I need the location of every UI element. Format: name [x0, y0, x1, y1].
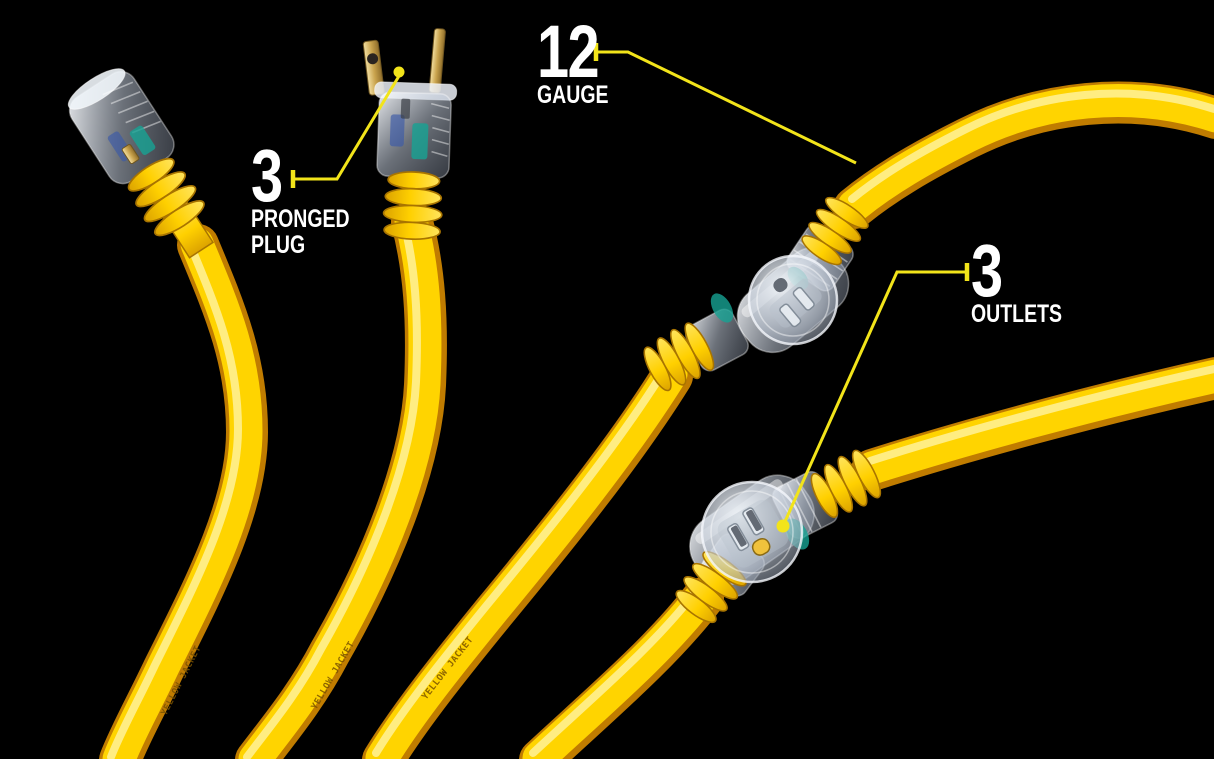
cable-top-right-arc [852, 94, 1214, 208]
ground-hole-lit [751, 537, 771, 556]
inner-wire-green [710, 293, 734, 323]
inline-outlet-upper [637, 191, 874, 398]
callout-pronged-plug: 3 PRONGED PLUG [251, 134, 350, 259]
callout-number: 12 [537, 10, 600, 93]
callout-label: GAUGE [537, 81, 609, 109]
outlet-face [747, 254, 839, 346]
callout-number: 3 [251, 134, 283, 217]
inline-outlet-lower [668, 445, 887, 630]
strain-relief [381, 170, 445, 241]
callout-label: PRONGED PLUG [251, 205, 350, 259]
inner-wire-green [411, 123, 429, 160]
callout-line-gauge [593, 43, 857, 165]
cable-lower-outlet-tail [533, 591, 703, 759]
female-connector [67, 68, 215, 259]
callout-number: 3 [971, 229, 1003, 312]
inner-wire-blue [389, 114, 405, 147]
callout-line-outlets [776, 263, 970, 533]
ground-hole [773, 278, 788, 293]
plug-prong-left [362, 39, 385, 96]
receptacle-slots [769, 278, 822, 328]
inner-contact [121, 144, 140, 165]
callout-outlets: 3 OUTLETS [971, 229, 1063, 328]
callout-gauge: 12 GAUGE [537, 10, 609, 109]
inner-wire-green [129, 125, 156, 155]
connector-face [67, 68, 126, 110]
cable-lower-outlet-right [870, 369, 1214, 470]
receptacle-slots [717, 499, 789, 568]
outlet-face [700, 480, 804, 584]
male-plug [362, 28, 458, 241]
callout-label: OUTLETS [971, 300, 1063, 328]
callout-line-pronged-plug [290, 66, 405, 188]
